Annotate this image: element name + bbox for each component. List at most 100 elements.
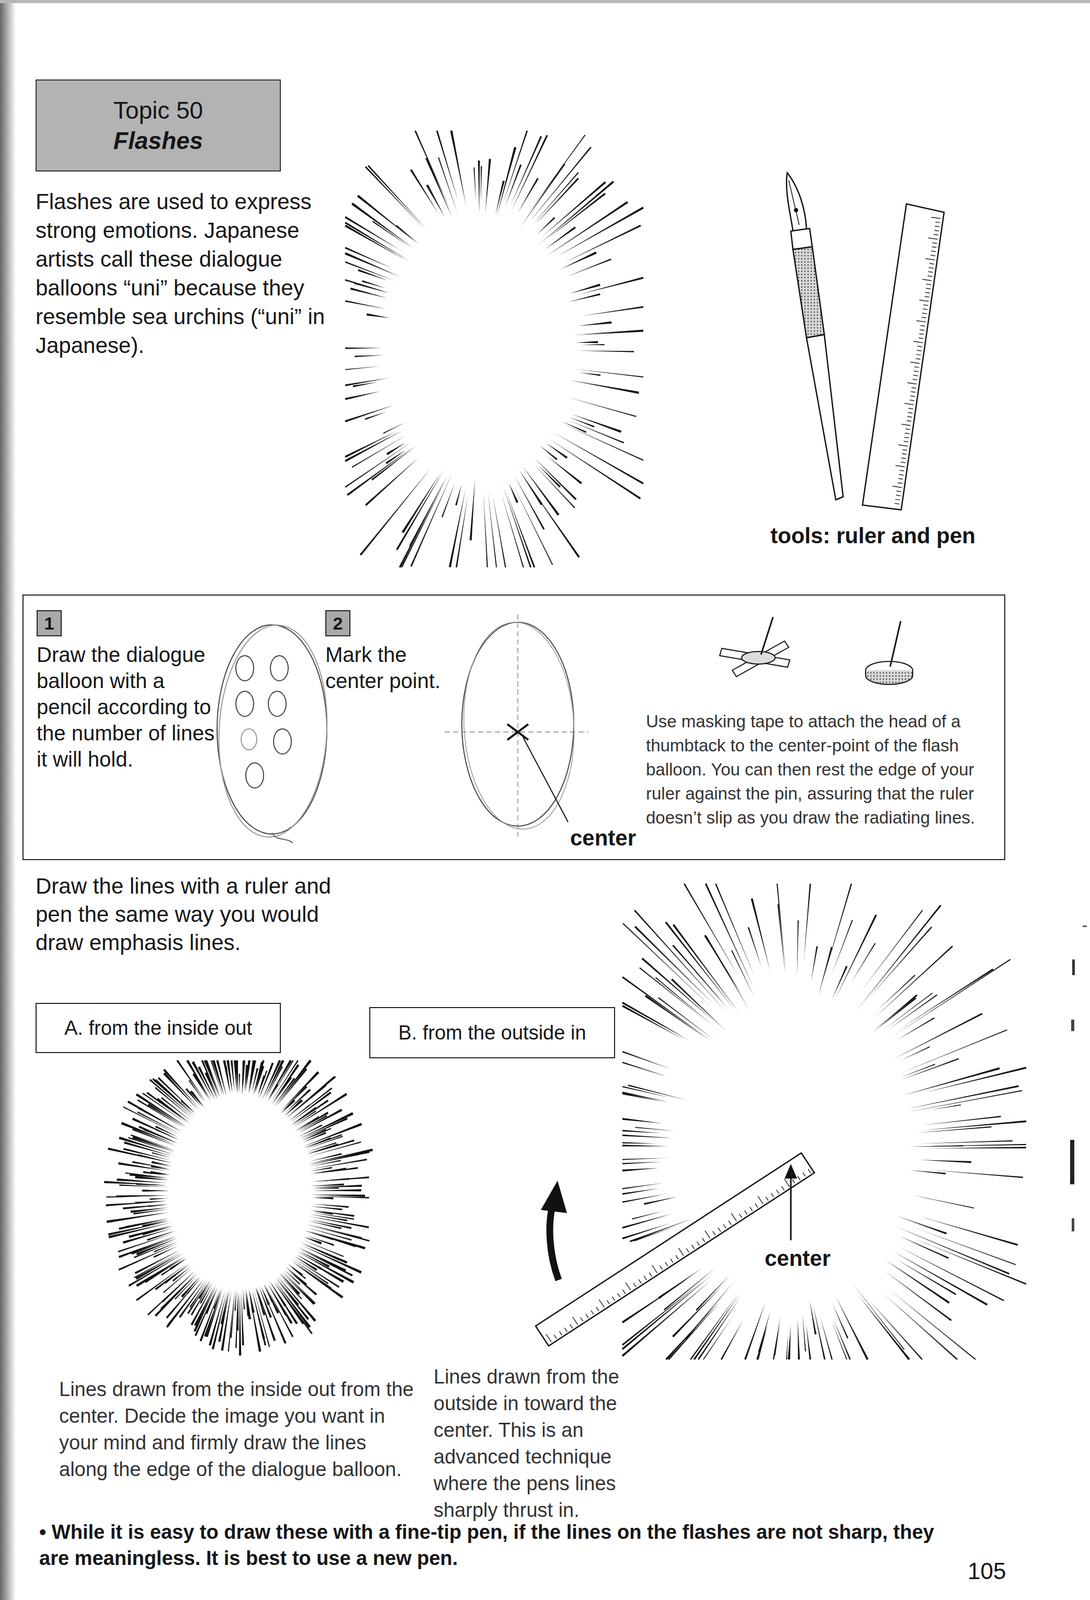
flash-balloon xyxy=(311,1212,355,1220)
flash-balloon xyxy=(747,927,762,968)
ruler-drawing xyxy=(895,495,901,496)
flash-balloon xyxy=(135,1257,184,1288)
flash-balloon xyxy=(878,974,916,1010)
flash-balloon xyxy=(568,293,601,303)
flash-balloon xyxy=(514,476,545,530)
flash-balloon xyxy=(234,1289,237,1312)
flash-balloon xyxy=(473,167,476,201)
flash-balloon xyxy=(622,1162,662,1165)
flash-balloon xyxy=(367,165,427,230)
ruler-drawing xyxy=(643,1276,647,1281)
flash-balloon xyxy=(357,269,388,281)
ruler-drawing xyxy=(591,1310,594,1315)
ruler-drawing xyxy=(638,1279,642,1285)
flash-balloon xyxy=(135,1253,181,1280)
thumbtack-drawing xyxy=(890,621,901,667)
flash-balloon xyxy=(914,1239,1027,1286)
ruler-drawing xyxy=(898,445,908,447)
flash-balloon xyxy=(622,1168,660,1173)
flash-balloon xyxy=(901,1058,959,1081)
ruler-drawing xyxy=(909,400,915,401)
flash-balloon xyxy=(569,417,595,428)
flash-balloon xyxy=(161,1259,186,1276)
flash-balloon xyxy=(371,445,417,482)
ruler-drawing xyxy=(564,1327,568,1333)
ruler-drawing xyxy=(649,1273,652,1278)
flash-balloon xyxy=(621,976,712,1042)
tools-caption: tools: ruler and pen xyxy=(770,523,976,550)
flash-balloon xyxy=(372,220,410,247)
flash-balloon xyxy=(236,1292,239,1332)
ruler-drawing xyxy=(665,1262,668,1267)
flash-balloon xyxy=(577,276,644,295)
flash-balloon xyxy=(553,432,644,485)
flash-balloon xyxy=(899,968,994,1030)
flash-balloon xyxy=(302,1123,363,1148)
flash-balloon xyxy=(303,1237,322,1245)
flash-balloon xyxy=(909,1170,946,1175)
flash-balloon xyxy=(564,224,642,264)
ruler-drawing xyxy=(670,1258,674,1264)
center-sketch xyxy=(507,724,529,741)
flash-balloon xyxy=(502,130,528,206)
steps-panel: 12Draw the dialogue balloon with a penci… xyxy=(22,594,1006,861)
flash-balloon xyxy=(425,157,452,218)
flash-balloon xyxy=(639,967,705,1020)
flash-balloon xyxy=(574,369,644,378)
flash-balloon xyxy=(917,1140,1013,1144)
flash-balloon xyxy=(705,883,755,989)
ruler-drawing xyxy=(900,462,906,463)
flash-balloon xyxy=(485,159,492,213)
flash-balloon xyxy=(818,947,833,997)
flash-balloon xyxy=(557,206,644,257)
ruler-drawing xyxy=(755,1204,758,1209)
flash-balloon xyxy=(538,465,562,488)
arrow-symbol xyxy=(790,1174,792,1241)
ruler-drawing xyxy=(776,1189,779,1195)
flash-balloon xyxy=(386,443,406,456)
flash-balloon xyxy=(502,485,532,568)
flash-balloon xyxy=(702,1316,733,1361)
ruler-drawing xyxy=(928,267,934,269)
flash-balloon xyxy=(137,1111,180,1135)
flash-balloon xyxy=(672,945,725,1006)
flash-balloon xyxy=(149,1079,193,1118)
flash-balloon xyxy=(274,1281,313,1335)
flash-balloon xyxy=(921,1217,1019,1247)
flash-balloon xyxy=(571,414,622,434)
flash-balloon xyxy=(239,1292,242,1357)
flash-balloon xyxy=(573,330,644,336)
flash-balloon xyxy=(132,1136,176,1153)
flash-balloon xyxy=(856,904,941,1012)
flash-balloon xyxy=(750,898,770,972)
flash-balloon xyxy=(118,1219,169,1231)
flash-balloon xyxy=(535,177,579,224)
tip-text: Use masking tape to attach the head of a… xyxy=(645,709,997,831)
ruler-drawing xyxy=(596,1307,599,1312)
flash-balloon xyxy=(131,1236,177,1255)
ruler-drawing xyxy=(935,222,940,223)
flash-balloon xyxy=(534,458,577,501)
step-number-box: 1 xyxy=(36,610,62,637)
flash-balloon xyxy=(104,1059,373,1356)
flash-balloon xyxy=(351,202,414,249)
flash-balloon xyxy=(634,1127,675,1132)
flash-balloon xyxy=(123,1148,171,1161)
flash-balloon xyxy=(797,920,799,976)
flash-balloon xyxy=(279,1273,301,1296)
flash-balloon xyxy=(345,391,381,401)
flash-balloon xyxy=(923,1120,1027,1131)
flash-balloon xyxy=(312,1189,362,1192)
flash-balloon xyxy=(245,1060,251,1092)
ruler-drawing xyxy=(862,203,945,510)
flash-balloon xyxy=(518,469,543,506)
thumbtack-drawing xyxy=(719,617,913,685)
flash-balloon xyxy=(631,1211,664,1220)
flash-balloon xyxy=(868,1300,923,1361)
flash-balloon xyxy=(253,1288,271,1348)
ruler-drawing xyxy=(931,217,941,219)
ruler-drawing xyxy=(916,320,926,323)
pen-drawing xyxy=(786,172,844,501)
flash-balloon xyxy=(889,1290,976,1361)
